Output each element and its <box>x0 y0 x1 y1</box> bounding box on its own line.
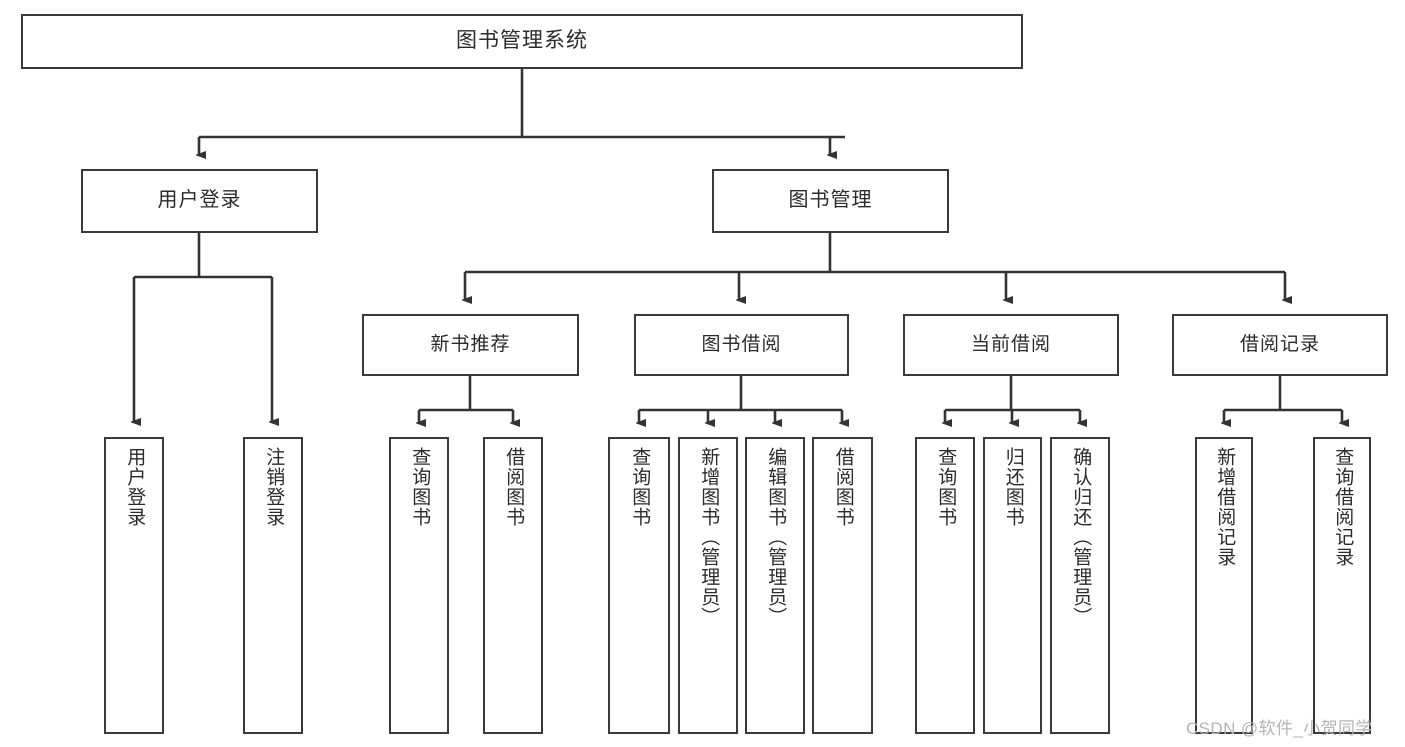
node-leaf-query-book-current-label: 查询图书 <box>935 447 957 527</box>
node-leaf-logout-label: 注销登录 <box>263 447 285 527</box>
node-new-book-recommend[interactable]: 新书推荐 <box>362 314 579 376</box>
node-leaf-edit-book-admin[interactable]: 编辑图书（管理员） <box>745 437 805 734</box>
node-leaf-query-book-current[interactable]: 查询图书 <box>915 437 975 734</box>
node-leaf-confirm-return-admin-label: 确认归还（管理员） <box>1070 447 1092 627</box>
node-user-login[interactable]: 用户登录 <box>81 169 318 233</box>
node-leaf-query-book-recommend-label: 查询图书 <box>409 447 431 527</box>
node-leaf-query-book-borrow-label: 查询图书 <box>629 447 651 527</box>
node-leaf-confirm-return-admin[interactable]: 确认归还（管理员） <box>1050 437 1110 734</box>
node-book-management[interactable]: 图书管理 <box>712 169 949 233</box>
node-leaf-return-book-label: 归还图书 <box>1002 447 1024 527</box>
node-user-login-label: 用户登录 <box>157 189 242 212</box>
node-leaf-query-book-recommend[interactable]: 查询图书 <box>389 437 449 734</box>
node-leaf-add-borrow-record[interactable]: 新增借阅记录 <box>1195 437 1253 734</box>
node-leaf-query-borrow-record-label: 查询借阅记录 <box>1332 447 1354 567</box>
node-root[interactable]: 图书管理系统 <box>21 14 1023 69</box>
node-leaf-add-borrow-record-label: 新增借阅记录 <box>1214 447 1236 567</box>
node-leaf-user-login[interactable]: 用户登录 <box>104 437 164 734</box>
node-leaf-edit-book-admin-label: 编辑图书（管理员） <box>765 447 787 627</box>
node-book-borrow-label: 图书借阅 <box>701 333 782 355</box>
node-leaf-borrow-book-recommend[interactable]: 借阅图书 <box>483 437 543 734</box>
node-leaf-add-book-admin-label: 新增图书（管理员） <box>698 447 720 627</box>
watermark: CSDN @软件_小贺同学 <box>1186 719 1373 738</box>
node-leaf-logout[interactable]: 注销登录 <box>243 437 303 734</box>
node-current-borrow[interactable]: 当前借阅 <box>903 314 1119 376</box>
node-leaf-borrow-book-label: 借阅图书 <box>832 447 854 527</box>
node-leaf-query-book-borrow[interactable]: 查询图书 <box>608 437 670 734</box>
node-leaf-borrow-book-recommend-label: 借阅图书 <box>503 447 525 527</box>
node-current-borrow-label: 当前借阅 <box>970 333 1051 355</box>
node-leaf-return-book[interactable]: 归还图书 <box>983 437 1042 734</box>
node-borrow-record[interactable]: 借阅记录 <box>1172 314 1388 376</box>
node-book-management-label: 图书管理 <box>788 189 873 212</box>
node-leaf-query-borrow-record[interactable]: 查询借阅记录 <box>1313 437 1371 734</box>
node-new-book-recommend-label: 新书推荐 <box>430 333 511 355</box>
node-leaf-user-login-label: 用户登录 <box>124 447 146 527</box>
node-root-label: 图书管理系统 <box>456 29 588 53</box>
node-borrow-record-label: 借阅记录 <box>1239 333 1320 355</box>
node-leaf-borrow-book[interactable]: 借阅图书 <box>812 437 873 734</box>
node-book-borrow[interactable]: 图书借阅 <box>634 314 849 376</box>
node-leaf-add-book-admin[interactable]: 新增图书（管理员） <box>678 437 738 734</box>
